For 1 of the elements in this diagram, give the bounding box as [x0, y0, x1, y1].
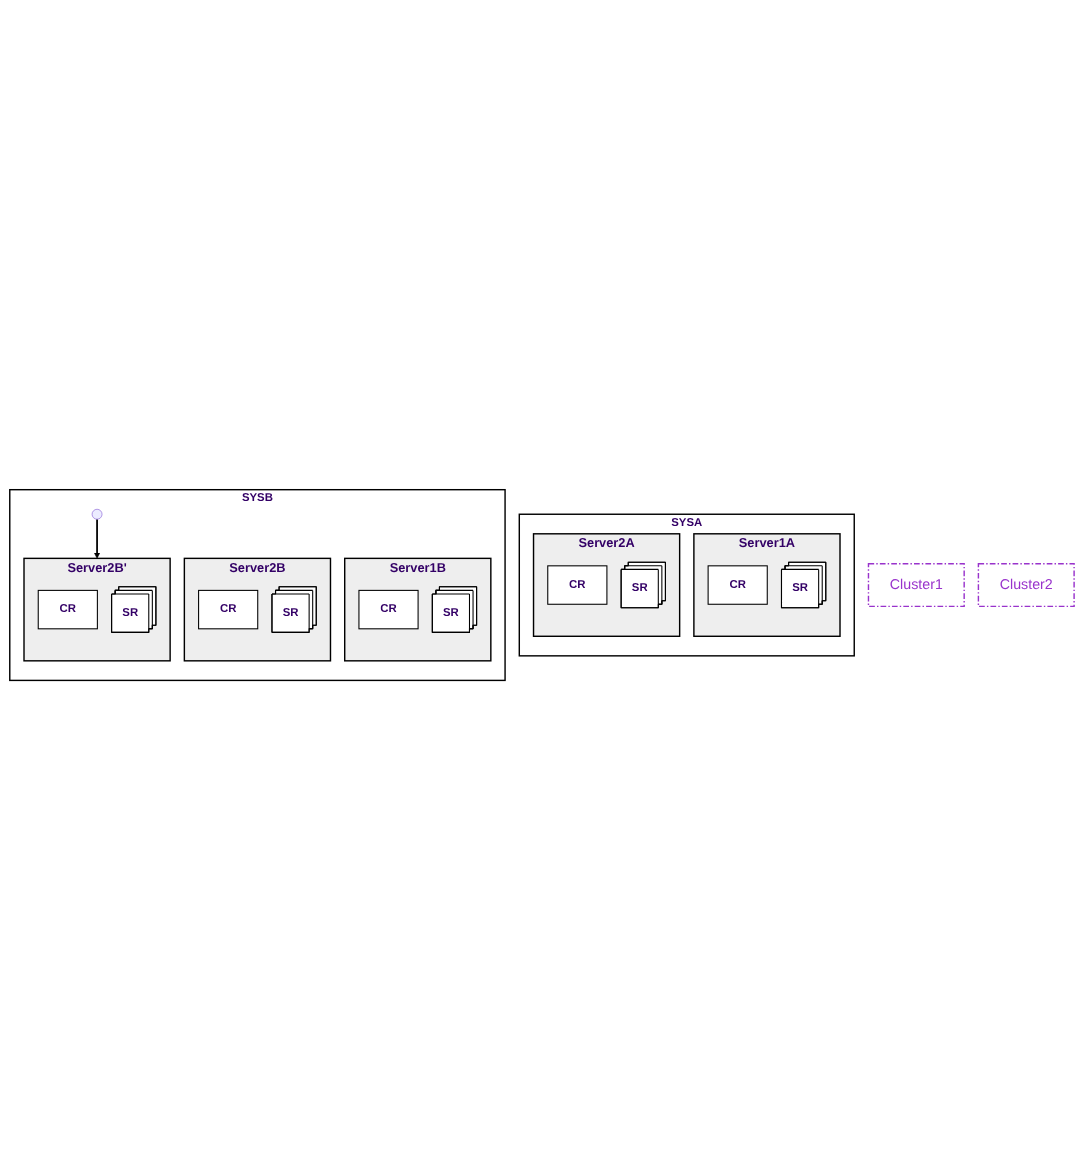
arrow [94, 519, 101, 560]
